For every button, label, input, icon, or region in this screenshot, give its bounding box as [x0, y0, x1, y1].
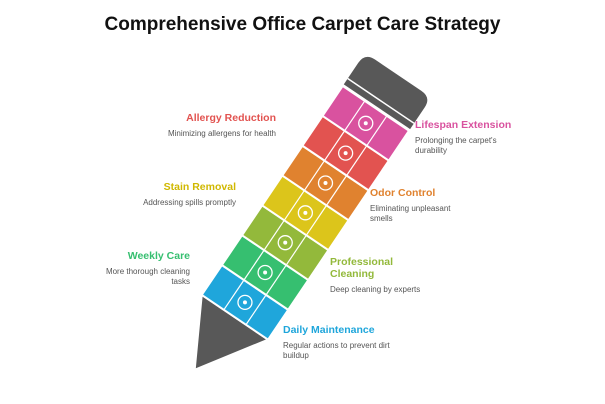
page-title: Comprehensive Office Carpet Care Strateg… [104, 14, 501, 35]
gear-sparkle-icon-dot [242, 300, 247, 305]
segment-divider [283, 190, 305, 221]
label-weekly-care: Weekly Care More thorough cleaning tasks [20, 250, 190, 287]
vacuum-icon [257, 264, 273, 281]
stage-desc: More thorough cleaning tasks [105, 267, 190, 286]
odor-person-icon-dot [323, 180, 328, 185]
stage-desc: Deep cleaning by experts [330, 285, 421, 294]
segment-divider [344, 100, 366, 132]
sparkle-square-icon [277, 235, 293, 251]
sparkle-square-icon-dot [283, 240, 288, 245]
label-allergy-reduction: Allergy Reduction Minimizing allergens f… [106, 112, 276, 139]
label-stain-removal: Stain Removal Addressing spills promptly [66, 181, 236, 208]
stage-desc: Regular actions to prevent dirt buildup [283, 341, 390, 360]
label-professional-cleaning: Professional Cleaning Deep cleaning by e… [330, 256, 420, 295]
sneeze-head-icon-shape [337, 145, 354, 161]
segment-divider [265, 264, 287, 296]
stage-title: Professional Cleaning [330, 256, 394, 280]
segment-divider [243, 249, 265, 281]
stage-title: Daily Maintenance [283, 324, 375, 336]
sparkle-square-icon-shape [277, 235, 293, 251]
label-daily-maintenance: Daily Maintenance Regular actions to pre… [283, 324, 453, 361]
label-odor-control: Odor Control Eliminating unpleasant smel… [370, 187, 540, 224]
segment-divider [245, 294, 267, 326]
gear-sparkle-icon [237, 294, 253, 311]
stage-desc: Prolonging the carpet's durability [415, 136, 497, 155]
segment-divider [285, 234, 307, 266]
pencil-eraser [343, 56, 428, 130]
stage-title: Odor Control [370, 187, 436, 199]
scrub-brush-icon-dot [303, 210, 308, 215]
scrub-brush-icon-shape [297, 205, 314, 221]
vacuum-icon-dot [263, 270, 268, 275]
sneeze-head-icon [337, 145, 354, 161]
segment-divider [366, 115, 388, 147]
odor-person-icon [317, 175, 334, 191]
stage-title: Allergy Reduction [186, 112, 276, 124]
scrub-brush-icon [297, 205, 314, 221]
sneeze-head-icon-dot [343, 151, 348, 156]
segment-divider [346, 145, 368, 176]
stage-title: Lifespan Extension [415, 119, 512, 131]
segment-divider [263, 219, 285, 251]
stage-title: Stain Removal [163, 181, 236, 193]
stage-desc: Minimizing allergens for health [167, 129, 276, 138]
segment-divider [325, 175, 348, 206]
stage-desc: Eliminating unpleasant smells [370, 204, 451, 223]
segment-divider [305, 205, 327, 236]
eraser-band-line [347, 77, 415, 124]
person-carpet-icon [358, 115, 374, 131]
person-carpet-icon-shape [358, 115, 374, 131]
vacuum-icon-shape [257, 264, 273, 281]
stage-desc: Addressing spills promptly [143, 198, 236, 207]
odor-person-icon-shape [317, 175, 334, 191]
person-carpet-icon-dot [363, 121, 368, 126]
stage-title: Weekly Care [127, 250, 190, 262]
gear-sparkle-icon-shape [237, 294, 253, 311]
segment-divider [324, 130, 346, 161]
segment-divider [223, 279, 245, 311]
label-lifespan-extension: Lifespan Extension Prolonging the carpet… [415, 119, 585, 156]
segment-divider [303, 160, 326, 191]
